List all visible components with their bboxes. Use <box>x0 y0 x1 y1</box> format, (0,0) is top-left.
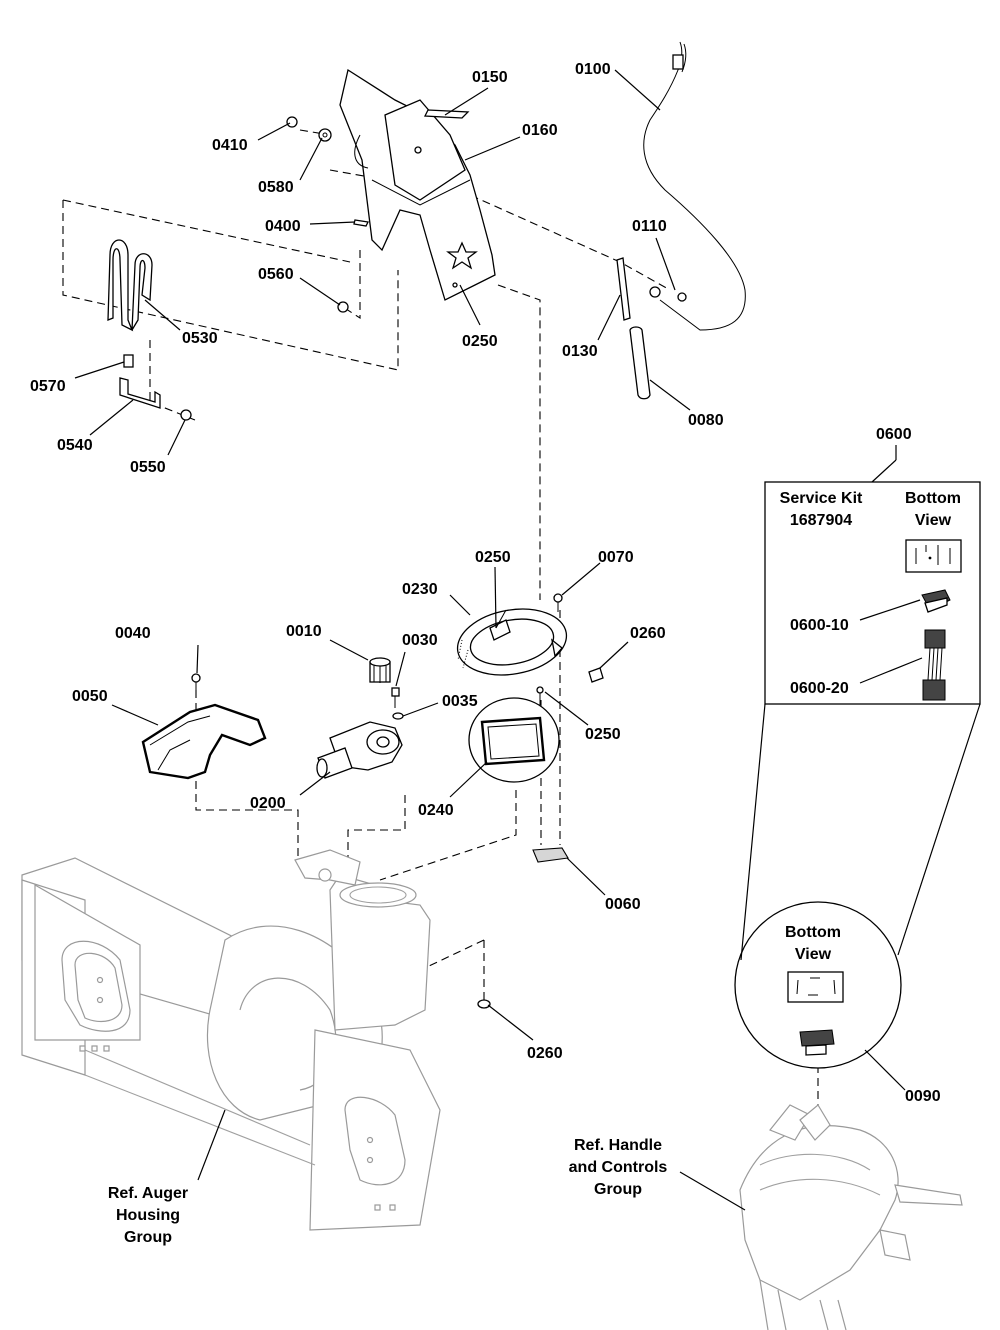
bracket-0060 <box>532 847 569 863</box>
callout-0600: 0600 <box>876 426 912 443</box>
callout-0130: 0130 <box>562 343 598 360</box>
callout-0600-20: 0600-20 <box>790 680 849 697</box>
callout-0035: 0035 <box>442 693 478 710</box>
detail-circle <box>734 703 981 1069</box>
auger-housing <box>21 849 441 1231</box>
cover-0050 <box>141 673 267 780</box>
service-kit-title: Service Kit <box>780 490 863 507</box>
small-hardware-top <box>286 116 369 313</box>
callout-0540: 0540 <box>57 437 93 454</box>
chute-ring-0230 <box>456 593 604 683</box>
callout-0530: 0530 <box>182 330 218 347</box>
callout-0250-chute: 0250 <box>462 333 498 350</box>
rod-parts <box>616 257 651 400</box>
callout-0560: 0560 <box>258 266 294 283</box>
ref-auger-label-1: Ref. Auger <box>108 1185 188 1202</box>
ref-handle-label-1: Ref. Handle <box>574 1137 662 1154</box>
callout-0570: 0570 <box>30 378 66 395</box>
callout-0410: 0410 <box>212 137 248 154</box>
spring-part-0530 <box>107 239 153 332</box>
callout-0400: 0400 <box>265 218 301 235</box>
handle-controls <box>739 1104 963 1330</box>
bracket-part-0540 <box>119 354 192 421</box>
circle-bottom-view-label-2: View <box>795 946 832 963</box>
ring-plate-0240 <box>468 686 560 783</box>
discharge-chute <box>339 68 496 301</box>
callout-0150: 0150 <box>472 69 508 86</box>
kit-bottom-view-label-2: View <box>915 512 952 529</box>
motor-0200 <box>316 721 403 779</box>
callout-0550: 0550 <box>130 459 166 476</box>
callout-0250-plate: 0250 <box>585 726 621 743</box>
ref-handle-label-2: and Controls <box>569 1159 668 1176</box>
service-kit-box <box>764 445 981 705</box>
callout-0030: 0030 <box>402 632 438 649</box>
callout-0080: 0080 <box>688 412 724 429</box>
callout-0060: 0060 <box>605 896 641 913</box>
callout-0260-right: 0260 <box>630 625 666 642</box>
callout-0070: 0070 <box>598 549 634 566</box>
service-kit-number: 1687904 <box>790 512 852 529</box>
kit-bottom-view-label-1: Bottom <box>905 490 961 507</box>
callout-0040: 0040 <box>115 625 151 642</box>
ref-handle-label-3: Group <box>594 1181 642 1198</box>
ref-auger-label-3: Group <box>124 1229 172 1246</box>
callout-0600-10: 0600-10 <box>790 617 849 634</box>
callout-0160: 0160 <box>522 122 558 139</box>
ref-auger-label-2: Housing <box>116 1207 180 1224</box>
callout-0580: 0580 <box>258 179 294 196</box>
callout-0050: 0050 <box>72 688 108 705</box>
circle-bottom-view-label-1: Bottom <box>785 924 841 941</box>
callout-0260-bottom: 0260 <box>527 1045 563 1062</box>
callout-0010: 0010 <box>286 623 322 640</box>
callout-labels: 0100 0150 0160 0410 0580 0400 0560 0250 … <box>30 61 961 1246</box>
chute-cable-0100 <box>643 41 746 331</box>
callout-0230: 0230 <box>402 581 438 598</box>
callout-0250-ring: 0250 <box>475 549 511 566</box>
small-hardware-mid <box>391 687 404 720</box>
nut-0260 <box>477 999 491 1009</box>
leader-lines <box>74 69 923 1211</box>
callout-0200: 0200 <box>250 795 286 812</box>
callout-0100: 0100 <box>575 61 611 78</box>
callout-0090: 0090 <box>905 1088 941 1105</box>
gear-0010 <box>369 657 391 683</box>
callout-0240: 0240 <box>418 802 454 819</box>
callout-0110: 0110 <box>632 218 667 235</box>
